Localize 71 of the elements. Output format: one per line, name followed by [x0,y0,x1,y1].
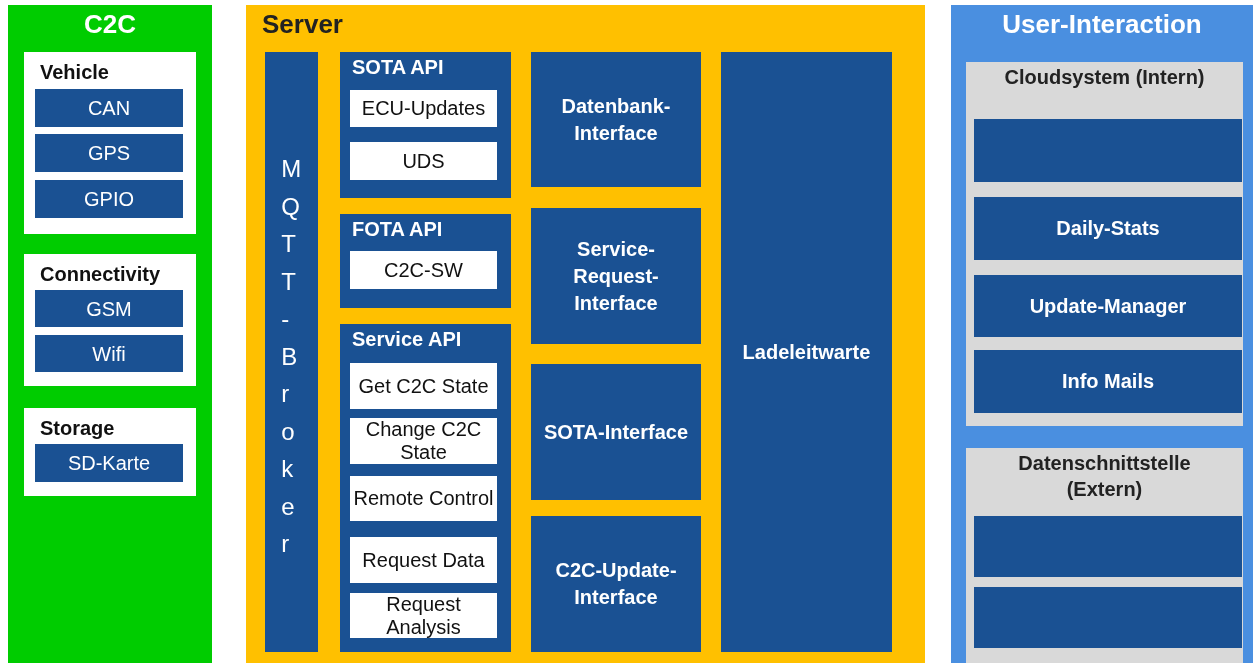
section-panel [966,62,1243,426]
card-heading: Storage [39,416,116,439]
interface-label: Info Mails [1060,369,1156,394]
interface-label: SOTA-Interface [542,419,690,445]
panel-title: C2C [83,8,137,39]
component-box [35,444,183,482]
interface-label: Datenbank-Interface [560,93,672,146]
broker-label: MQTT-Broker [280,154,311,559]
function-box [350,251,497,289]
function-box [350,418,497,464]
api-box [340,324,511,652]
blank-box [974,516,1242,577]
function-label: Change C2C State [364,418,483,464]
card-heading: Vehicle [39,60,110,83]
function-box [350,476,497,521]
broker-bar [265,52,318,652]
function-box [350,90,497,127]
section-panel [966,448,1243,663]
component-label: GPIO [84,188,134,210]
group-card [24,408,196,496]
card-heading: Connectivity [39,262,162,285]
blank-box [974,119,1242,182]
component-label: SD-Karte [67,452,151,474]
function-label: Request Analysis [385,592,462,639]
interface-label: Ladeleitwarte [741,339,872,365]
api-heading: FOTA API [351,217,444,240]
interface-box [531,516,701,652]
interface-box [531,208,701,344]
function-box [350,142,497,180]
component-label: GPS [87,142,131,164]
component-box [35,89,183,127]
panel-title: User-Interaction [1001,8,1203,39]
group-panel [951,5,1253,663]
component-box [35,335,183,372]
function-box [350,363,497,409]
component-box [35,180,183,218]
api-box [340,52,511,198]
component-label: GSM [86,297,132,320]
api-heading: SOTA API [351,55,445,78]
group-panel [8,5,212,663]
section-heading: Datenschnittstelle (Extern) [1017,451,1192,502]
function-label: UDS [402,149,445,173]
panel-title: Server [261,8,344,39]
function-box [350,593,497,638]
interface-label: Update-Manager [1028,293,1188,319]
section-heading: Cloudsystem (Intern) [1003,65,1206,90]
interface-box [974,350,1242,413]
blank-box [974,587,1242,648]
interface-label: C2C-Update-Interface [554,558,678,610]
api-heading: Service API [351,327,463,350]
api-box [340,214,511,308]
function-label: C2C-SW [384,258,463,282]
function-label: Get C2C State [358,374,489,398]
component-box [35,290,183,327]
interface-box [974,275,1242,337]
function-label: Remote Control [353,487,494,510]
group-panel [246,5,925,663]
component-box [35,134,183,172]
group-card [24,52,196,234]
component-label: CAN [87,97,131,119]
function-label: ECU-Updates [361,97,486,120]
interface-box [531,52,701,187]
group-card [24,254,196,386]
component-label: Wifi [92,342,126,365]
interface-label: Daily-Stats [1055,216,1161,241]
function-box [350,537,497,583]
interface-box [974,197,1242,260]
interface-box [721,52,892,652]
function-label: Request Data [362,548,485,572]
interface-box [531,364,701,500]
interface-label: Service-Request-Interface [572,236,660,316]
